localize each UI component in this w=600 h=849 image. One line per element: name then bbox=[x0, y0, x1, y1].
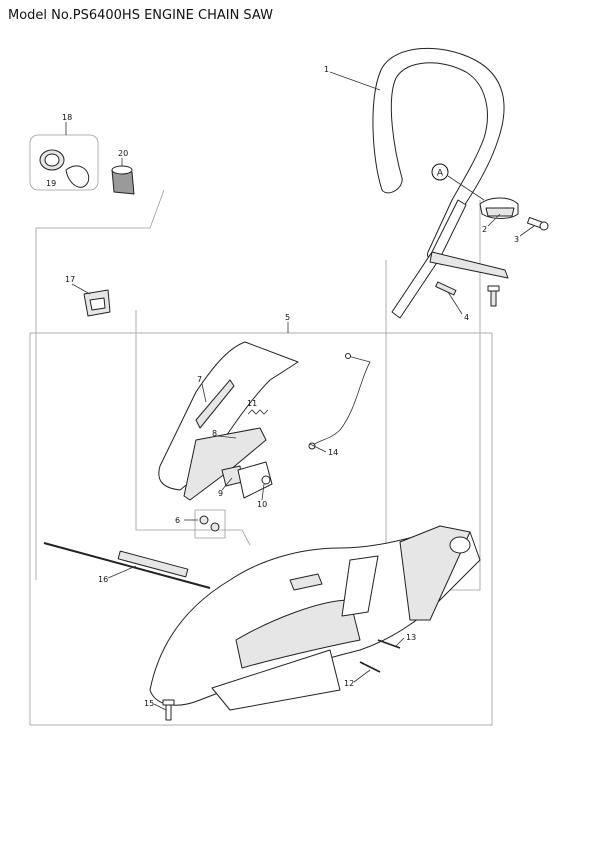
part-label-19: 19 bbox=[46, 179, 56, 188]
front-handle-bar bbox=[372, 47, 509, 319]
pins-parts bbox=[162, 639, 401, 721]
rod-part-16 bbox=[43, 542, 211, 589]
part-label-9: 9 bbox=[218, 489, 223, 498]
part-label-15: 15 bbox=[144, 699, 154, 708]
cap-assembly bbox=[29, 134, 135, 195]
part-label-10: 10 bbox=[257, 500, 267, 509]
part-label-7: 7 bbox=[197, 375, 202, 384]
part-label-11: 11 bbox=[247, 399, 257, 408]
part-label-2: 2 bbox=[482, 225, 487, 234]
rear-handle-housing bbox=[149, 525, 481, 711]
part-label-16: 16 bbox=[98, 575, 108, 584]
part-label-5: 5 bbox=[285, 313, 290, 322]
part-label-4: 4 bbox=[464, 313, 469, 322]
part-label-18: 18 bbox=[62, 113, 72, 122]
part-labels: 1 2 3 4 5 6 7 8 9 10 11 12 13 14 15 16 1… bbox=[46, 65, 519, 708]
part-label-1: 1 bbox=[324, 65, 329, 74]
clamp-part bbox=[479, 197, 519, 219]
part-label-13: 13 bbox=[406, 633, 416, 642]
screw-part-4 bbox=[435, 281, 500, 307]
part-label-8: 8 bbox=[212, 429, 217, 438]
part-label-6: 6 bbox=[175, 516, 180, 525]
part-label-17: 17 bbox=[65, 275, 75, 284]
cable-part-14 bbox=[308, 353, 371, 450]
spring-part-11 bbox=[247, 409, 269, 415]
part-label-14: 14 bbox=[328, 448, 338, 457]
switch-parts bbox=[221, 461, 273, 499]
part-label-12: 12 bbox=[344, 679, 354, 688]
screw-part-3 bbox=[526, 216, 549, 231]
bracket-part-17 bbox=[83, 289, 111, 317]
page-title: Model No.PS6400HS ENGINE CHAIN SAW bbox=[8, 8, 273, 23]
part-label-3: 3 bbox=[514, 235, 519, 244]
callout-a-label: A bbox=[437, 169, 444, 179]
leader-lines bbox=[65, 71, 535, 711]
part-label-20: 20 bbox=[118, 149, 128, 158]
callout-a: A bbox=[431, 163, 449, 181]
nuts-part-6 bbox=[194, 509, 226, 539]
